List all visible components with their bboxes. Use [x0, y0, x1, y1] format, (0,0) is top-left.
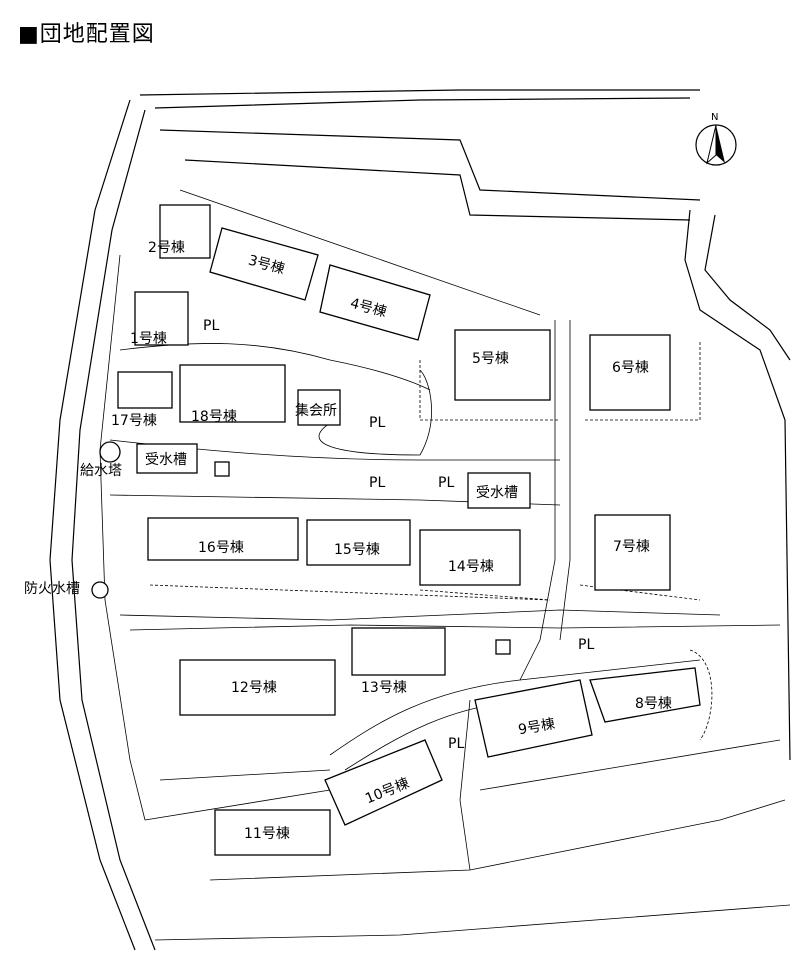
building-17-label: 17号棟	[111, 413, 157, 429]
building-9-label: 9号棟	[517, 716, 556, 738]
roads	[49, 89, 791, 951]
building-18-label: 18号棟	[191, 409, 237, 425]
meeting-hall-shape	[297, 389, 341, 426]
building-5-label: 5号棟	[472, 351, 509, 367]
playlot-label: PL	[578, 637, 594, 653]
building-13-label: 13号棟	[361, 680, 407, 696]
building-14-label: 14号棟	[448, 559, 494, 575]
building-1-label: 1号棟	[130, 331, 167, 347]
building-2-label: 2号棟	[148, 240, 185, 256]
small-structure	[214, 461, 230, 477]
building-14-shape	[419, 529, 521, 586]
north-arrow-fill-icon	[716, 125, 725, 163]
water-tank-right-shape	[467, 472, 531, 509]
north-compass: N	[695, 112, 737, 166]
building-13-shape	[351, 627, 446, 676]
fire-cistern-label: 防火水槽	[24, 581, 80, 597]
building-1-shape	[134, 291, 189, 346]
building-2-shape	[159, 204, 211, 259]
building-8-label: 8号棟	[635, 696, 672, 712]
building-8-shape	[589, 667, 701, 723]
building-11-shape	[214, 809, 331, 856]
map-title: ■団地配置図	[18, 22, 155, 47]
building-12-shape	[179, 659, 336, 716]
building-18-shape	[179, 364, 286, 423]
water-tower-shape	[99, 441, 121, 463]
building-6-label: 6号棟	[612, 360, 649, 376]
building-7-label: 7号棟	[613, 539, 650, 555]
water-tower-label: 給水塔	[80, 463, 122, 479]
building-17-shape	[117, 371, 173, 409]
fire-cistern-shape	[91, 581, 109, 599]
water-tank-left-label: 受水槽	[145, 452, 187, 468]
small-structure	[495, 639, 511, 655]
building-7-shape	[594, 514, 671, 591]
playlot-label: PL	[448, 736, 464, 752]
building-12-label: 12号棟	[231, 680, 277, 696]
building-16-shape	[147, 517, 299, 561]
compass-label: N	[711, 112, 718, 123]
building-4-shape	[319, 264, 431, 341]
building-6-shape	[589, 334, 671, 411]
playlot-label: PL	[203, 318, 219, 334]
playlot-label: PL	[369, 415, 385, 431]
building-15-shape	[306, 519, 411, 566]
water-tank-right-label: 受水槽	[476, 485, 518, 501]
building-11-label: 11号棟	[244, 826, 290, 842]
buildings-layer	[91, 204, 701, 856]
building-9-shape	[474, 679, 593, 758]
building-16-label: 16号棟	[198, 540, 244, 556]
building-3-shape	[209, 227, 319, 301]
playlot-label: PL	[369, 475, 385, 491]
water-tank-left-shape	[136, 443, 198, 474]
meeting-hall-label: 集会所	[295, 402, 337, 419]
building-5-shape	[454, 329, 551, 401]
building-10-shape	[324, 739, 443, 826]
building-15-label: 15号棟	[334, 542, 380, 558]
playlot-label: PL	[438, 475, 454, 491]
